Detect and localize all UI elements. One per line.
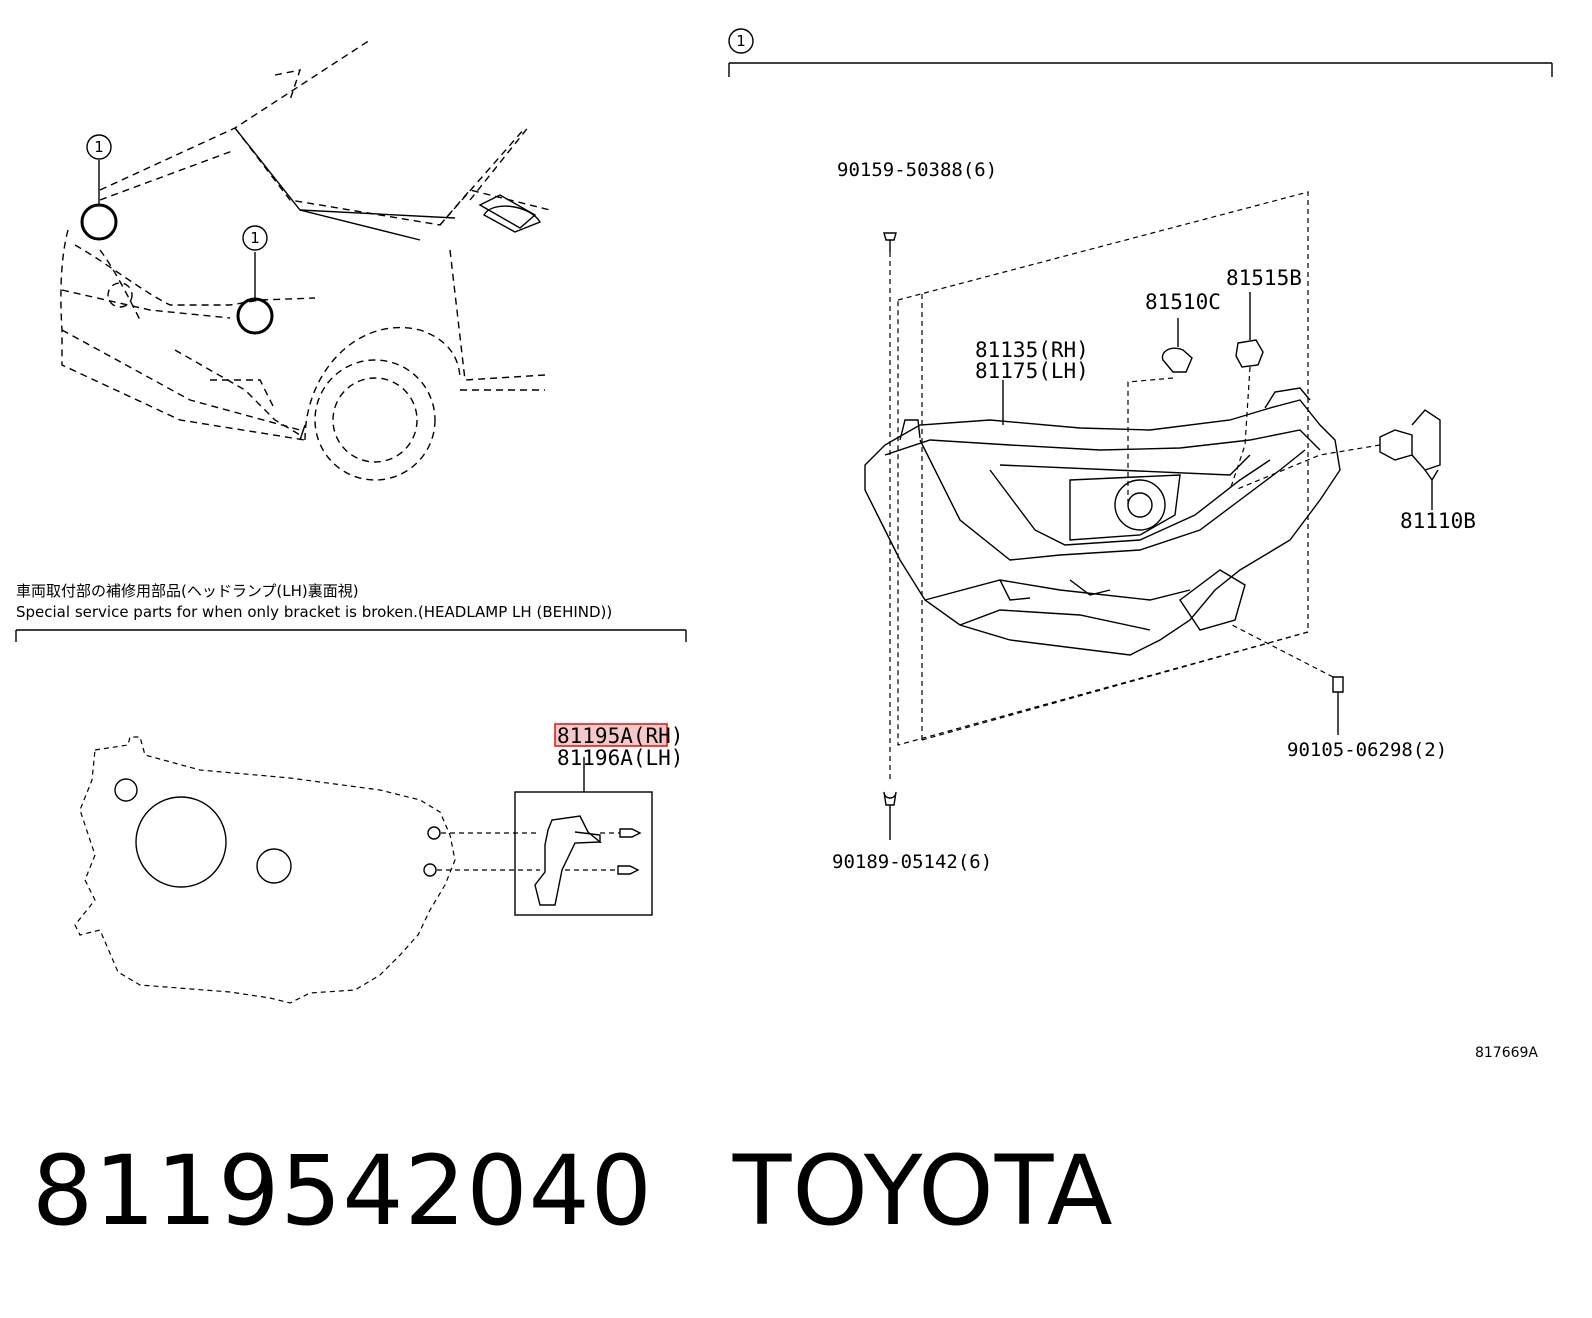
label-socket: 81515B xyxy=(1226,266,1302,290)
label-bulb-small: 81510C xyxy=(1145,290,1221,314)
label-headlamp-rh: 81135(RH) xyxy=(975,338,1089,362)
label-bracket-lh: 81196A(LH) xyxy=(557,746,683,770)
callout-number: 1 xyxy=(250,229,260,247)
bracket-rh-highlight xyxy=(554,723,668,747)
label-clip-bottom: 90189-05142(6) xyxy=(832,851,992,873)
car-front-illustration: 1 1 xyxy=(60,39,551,481)
headlamp-rh-marker xyxy=(236,297,274,335)
socket xyxy=(1229,292,1264,491)
assembly-group-bracket: 1 xyxy=(728,28,1553,77)
footer-brand: TOYOTA xyxy=(732,1135,1114,1247)
clip-bottom xyxy=(883,791,897,840)
service-note: 車両取付部の補修用部品(ヘッドランプ(LH)裏面視) Special servi… xyxy=(15,582,687,642)
screw-right xyxy=(1231,624,1344,735)
callout-number: 1 xyxy=(94,138,104,156)
callout-number: 1 xyxy=(736,32,746,50)
callout-circle xyxy=(86,134,112,160)
headlamp-lh-marker xyxy=(80,203,118,241)
headlamp-back-view xyxy=(74,736,540,1004)
callout-circle xyxy=(728,28,754,54)
label-bracket-rh: 81195A(RH) xyxy=(557,724,683,748)
label-headlamp-lh: 81175(LH) xyxy=(975,359,1089,383)
note-japanese: 車両取付部の補修用部品(ヘッドランプ(LH)裏面視) xyxy=(16,582,359,600)
bulb-main xyxy=(1234,409,1441,510)
label-bolt-top: 90159-50388(6) xyxy=(837,159,997,181)
note-english: Special service parts for when only brac… xyxy=(16,603,612,621)
callout-circle xyxy=(242,225,268,251)
label-bulb-main: 81110B xyxy=(1400,509,1476,533)
footer-caption: 8119542040 TOYOTA xyxy=(32,1135,1194,1247)
headlamp-assembly xyxy=(864,191,1441,840)
bolt-top xyxy=(883,232,897,780)
footer-part-number: 8119542040 xyxy=(32,1135,653,1247)
illustration-ref: 817669A xyxy=(1475,1045,1538,1061)
bulb-small xyxy=(1127,318,1193,505)
label-screw-right: 90105-06298(2) xyxy=(1287,739,1447,761)
bracket-detail xyxy=(514,757,653,916)
